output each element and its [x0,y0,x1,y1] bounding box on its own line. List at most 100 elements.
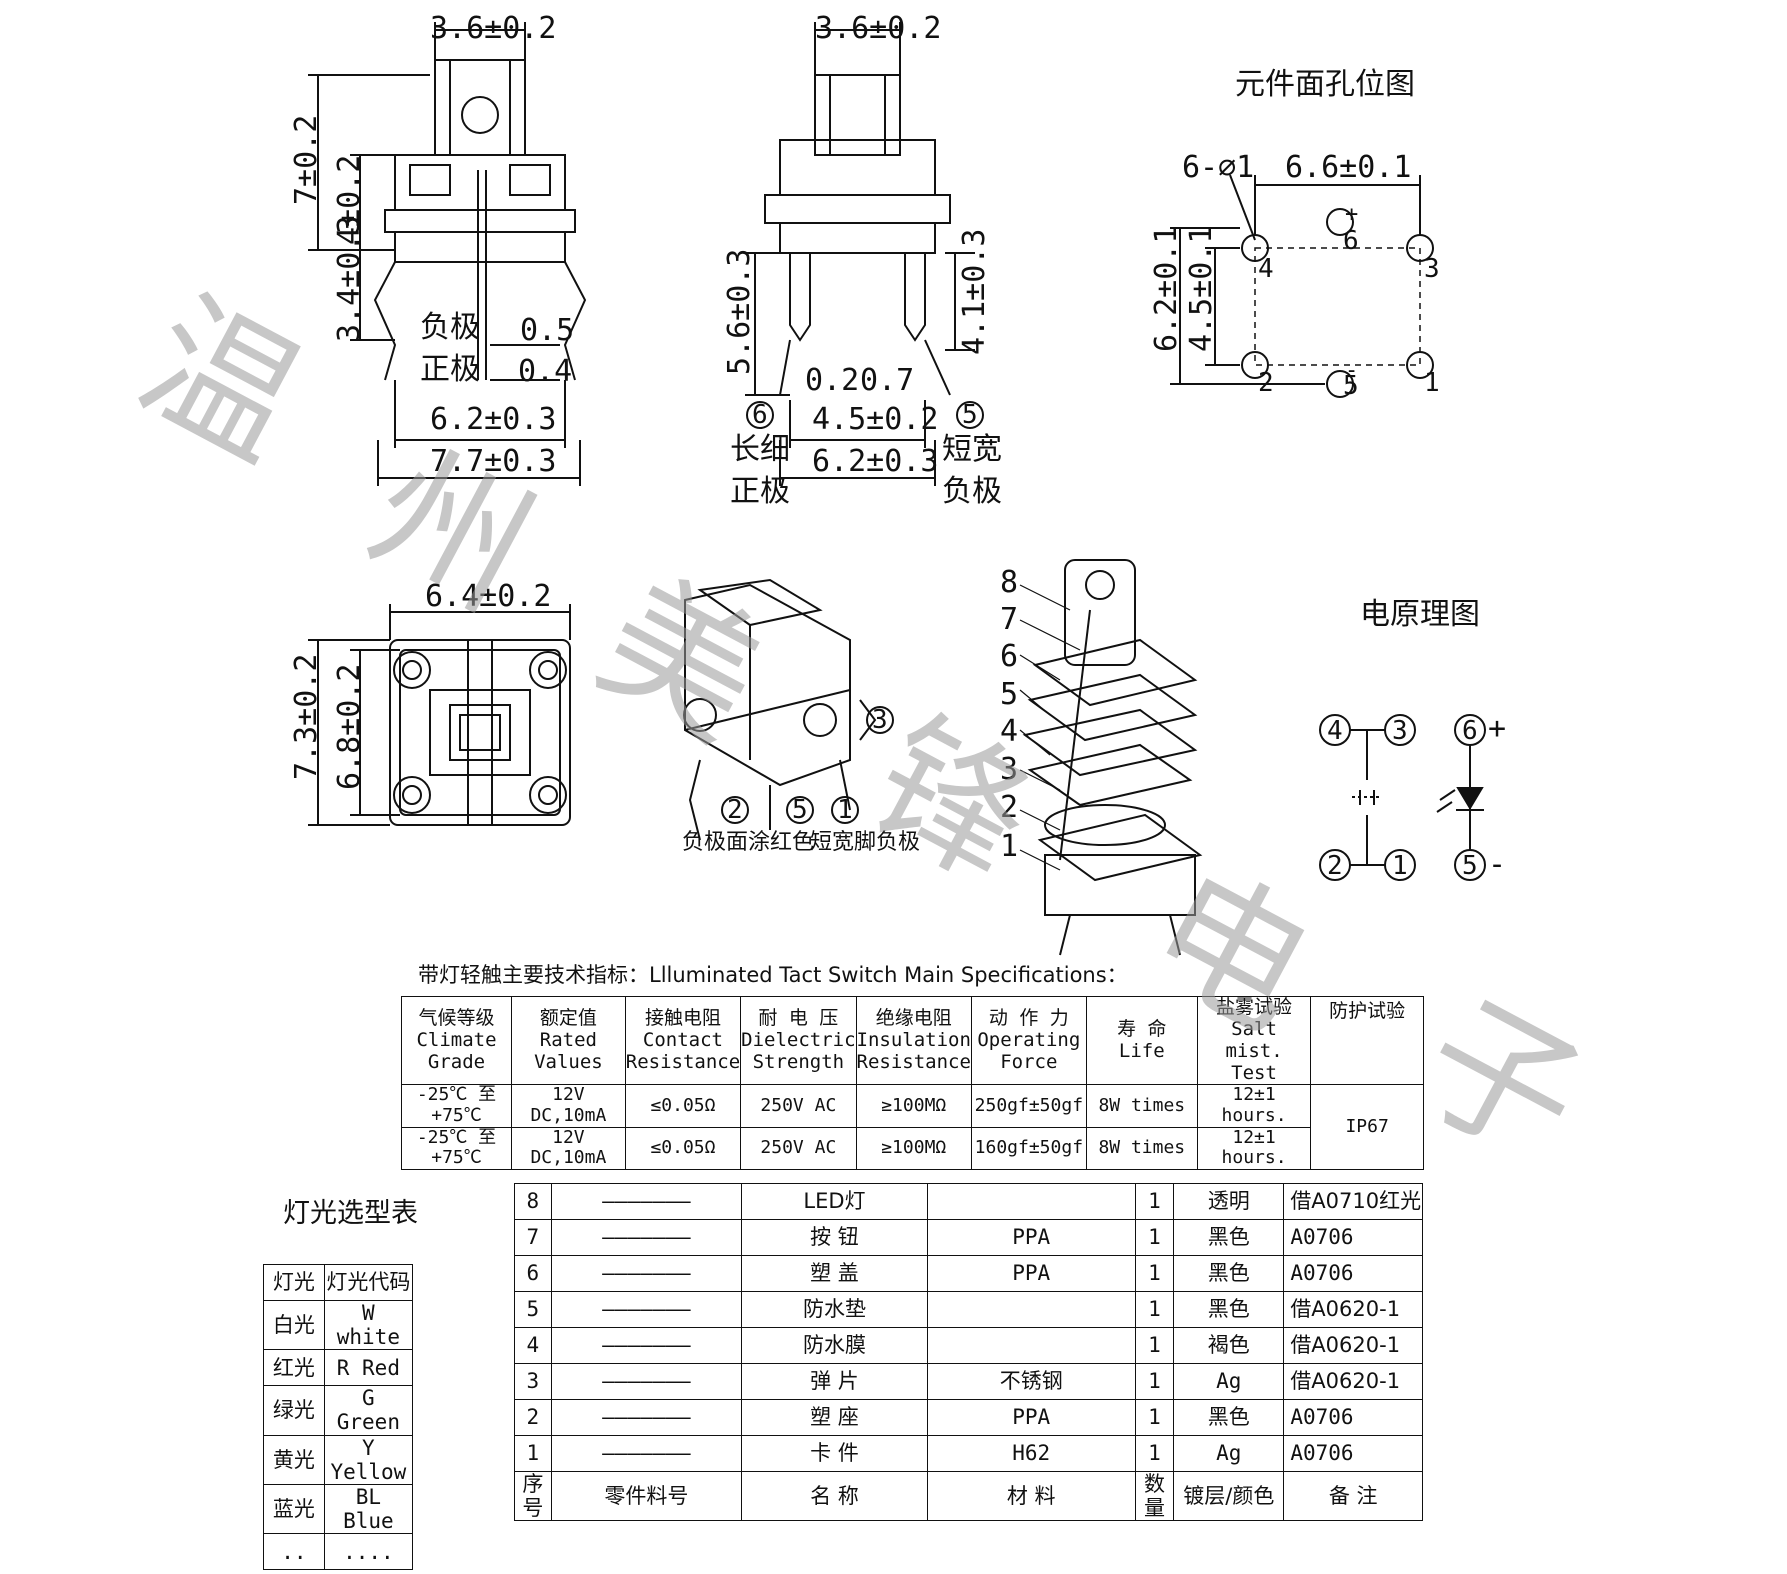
parts-footer-cell: 零件料号 [550,1470,743,1522]
parts-cell: 5 [514,1291,552,1328]
parts-cell: A0706 [1283,1255,1423,1292]
parts-row: 2 ——————— 塑 座 PPA 1 黑色 A0706 [514,1399,1423,1436]
parts-row: 1 ——————— 卡 件 H62 1 Ag A0706 [514,1435,1423,1472]
light-cell: 绿光 [263,1385,325,1436]
parts-cell: 黑色 [1173,1219,1285,1256]
iso-callout-2: 2 [727,795,743,825]
hole-pin-1: 1 [1424,368,1440,398]
parts-cell: 1 [1134,1183,1175,1220]
light-cell: G Green [323,1385,414,1436]
parts-cell: 黑色 [1173,1255,1285,1292]
spec-cell: ≤0.05Ω [624,1084,742,1128]
spec-cell: 12±1 hours. [1196,1084,1312,1128]
side-pin6-num: 6 [752,400,768,430]
parts-footer-cell: 数量 [1134,1470,1175,1522]
parts-cell: A0706 [1283,1219,1423,1256]
spec-protection-cell: IP67 [1310,1084,1424,1171]
top-dim-width: 6.4±0.2 [425,579,552,614]
parts-footer-cell: 序号 [514,1470,552,1522]
hole-layout-title: 元件面孔位图 [1235,67,1415,102]
parts-cell: 黑色 [1173,1291,1285,1328]
hole-layout-drawing [1170,174,1434,398]
front-label-pos: 正极 [420,352,480,387]
parts-cell: Ag [1173,1435,1285,1472]
exploded-callout-3: 3 [1000,752,1019,787]
parts-cell: 卡 件 [741,1435,928,1472]
parts-cell: 1 [514,1435,552,1472]
spec-cell: 8W times [1085,1084,1198,1128]
specs-title: 带灯轻触主要技术指标：Llluminated Tact Switch Main … [418,963,1128,987]
hole-dim-height: 6.2±0.1 [1149,225,1184,352]
light-row: ...... [263,1533,414,1571]
parts-cell: A0706 [1283,1435,1423,1472]
parts-footer-cell: 材 料 [926,1470,1136,1522]
hole-pin-6: 6 [1343,226,1359,256]
parts-cell: 弹 片 [741,1363,928,1400]
parts-cell: 防水垫 [741,1291,928,1328]
front-dim-height: 7±0.2 [289,114,324,205]
parts-footer-cell: 名 称 [741,1470,928,1522]
parts-cell: LED灯 [741,1183,928,1220]
exploded-callout-8: 8 [1000,565,1019,600]
parts-footer-cell: 镀层/颜色 [1173,1470,1285,1522]
iso-callout-5: 5 [792,795,808,825]
side-pin6-desc1: 长细 [730,432,790,467]
spec-cell: -25℃ 至 +75℃ [400,1084,513,1128]
parts-cell: Ag [1173,1363,1285,1400]
parts-cell: 借A0620-1 [1283,1327,1423,1364]
parts-cell: 按 钮 [741,1219,928,1256]
hole-dim-inner-height: 4.5±0.1 [1184,225,1219,352]
exploded-callout-5: 5 [1000,677,1019,712]
parts-cell: ——————— [550,1327,743,1364]
light-cell: 红光 [263,1349,325,1387]
parts-cell: 不锈钢 [926,1363,1136,1400]
spec-cell: ≥100MΩ [855,1126,972,1171]
exploded-view-drawing [1019,559,1203,956]
hole-plus: + [1345,202,1359,227]
iso-note-left: 负极面涂红色 [682,830,815,855]
light-cell: W white [323,1299,414,1351]
side-dim-pin-a: 0.2 [805,363,860,398]
front-view-drawing [308,22,587,486]
parts-cell [926,1327,1136,1364]
light-cell: BL Blue [323,1483,414,1535]
parts-row: 6 ——————— 塑 盖 PPA 1 黑色 A0706 [514,1255,1423,1292]
schematic-node-6: 6 [1462,716,1478,746]
iso-callout-1: 1 [837,795,853,825]
spec-cell: 250V AC [740,1126,857,1171]
parts-cell: A0706 [1283,1399,1423,1436]
parts-cell: 1 [1134,1255,1175,1292]
schematic-node-2: 2 [1327,851,1343,881]
front-dim-pos-pin: 0.4 [518,354,573,389]
parts-cell: ——————— [550,1255,743,1292]
hole-pin-4: 4 [1258,254,1274,284]
spec-cell: 12V DC,10mA [511,1084,626,1128]
parts-cell: 1 [1134,1219,1175,1256]
parts-cell: 6 [514,1255,552,1292]
parts-cell: PPA [926,1399,1136,1436]
parts-cell: H62 [926,1435,1136,1472]
parts-cell: ——————— [550,1219,743,1256]
front-label-neg: 负极 [420,310,480,345]
light-table-title: 灯光选型表 [283,1198,418,1229]
front-dim-outer-width: 7.7±0.3 [430,444,557,479]
hole-pin-5: 5 [1343,371,1359,401]
spec-cell: -25℃ 至 +75℃ [400,1126,513,1171]
spec-cell: 12V DC,10mA [511,1126,626,1171]
side-dim-pin-pitch: 4.5±0.2 [812,402,939,437]
parts-cell: 2 [514,1399,552,1436]
specs-row: -25℃ 至 +75℃ 12V DC,10mA ≤0.05Ω 250V AC ≥… [400,1126,1424,1171]
schematic-node-3: 3 [1392,716,1408,746]
top-dim-inner: 6.8±0.2 [332,663,367,790]
spec-cell: 250gf±50gf [970,1084,1087,1128]
parts-cell: ——————— [550,1399,743,1436]
front-dim-top: 3.6±0.2 [430,11,557,46]
